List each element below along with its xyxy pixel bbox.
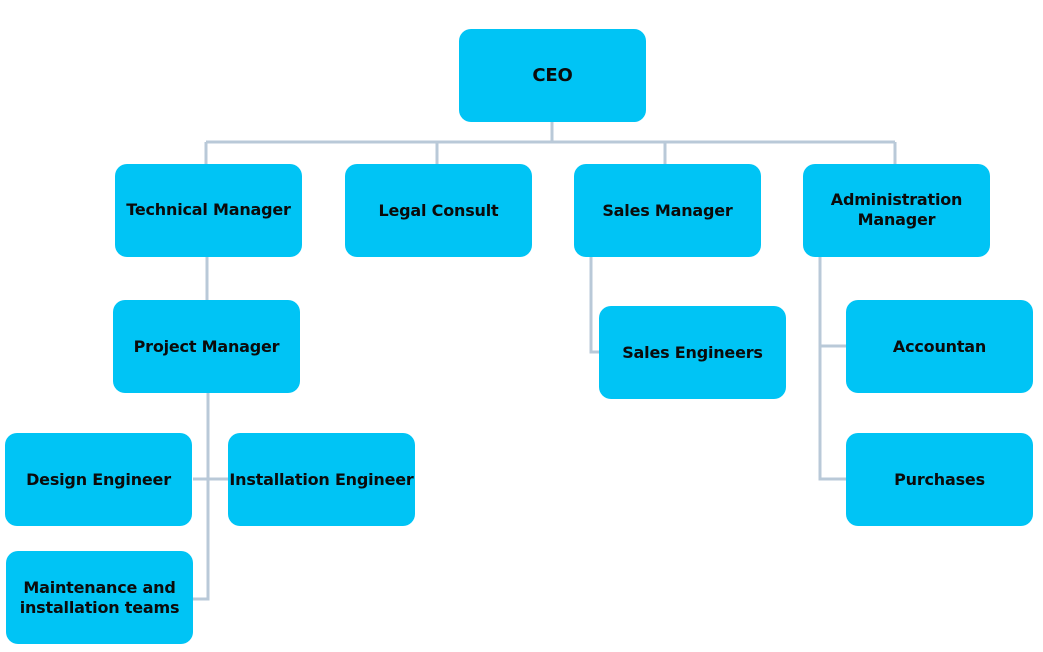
node-administration-manager: Administration Manager	[803, 164, 990, 257]
node-design-engineer: Design Engineer	[5, 433, 192, 526]
node-legal-consult: Legal Consult	[345, 164, 532, 257]
node-installation-engineer: Installation Engineer	[228, 433, 415, 526]
connector-project-to-engineers	[193, 393, 228, 601]
connector-ceo-to-managers	[204, 122, 897, 164]
node-technical-manager: Technical Manager	[115, 164, 302, 257]
node-sales-engineers: Sales Engineers	[599, 306, 786, 399]
node-maintenance-installation-teams: Maintenance and installation teams	[6, 551, 193, 644]
node-ceo: CEO	[459, 29, 646, 122]
node-sales-manager: Sales Manager	[574, 164, 761, 257]
connector-sales-to-engineers	[589, 257, 599, 354]
node-project-manager: Project Manager	[113, 300, 300, 393]
connector-admin-to-staff	[818, 257, 846, 481]
node-purchases: Purchases	[846, 433, 1033, 526]
node-accountan: Accountan	[846, 300, 1033, 393]
